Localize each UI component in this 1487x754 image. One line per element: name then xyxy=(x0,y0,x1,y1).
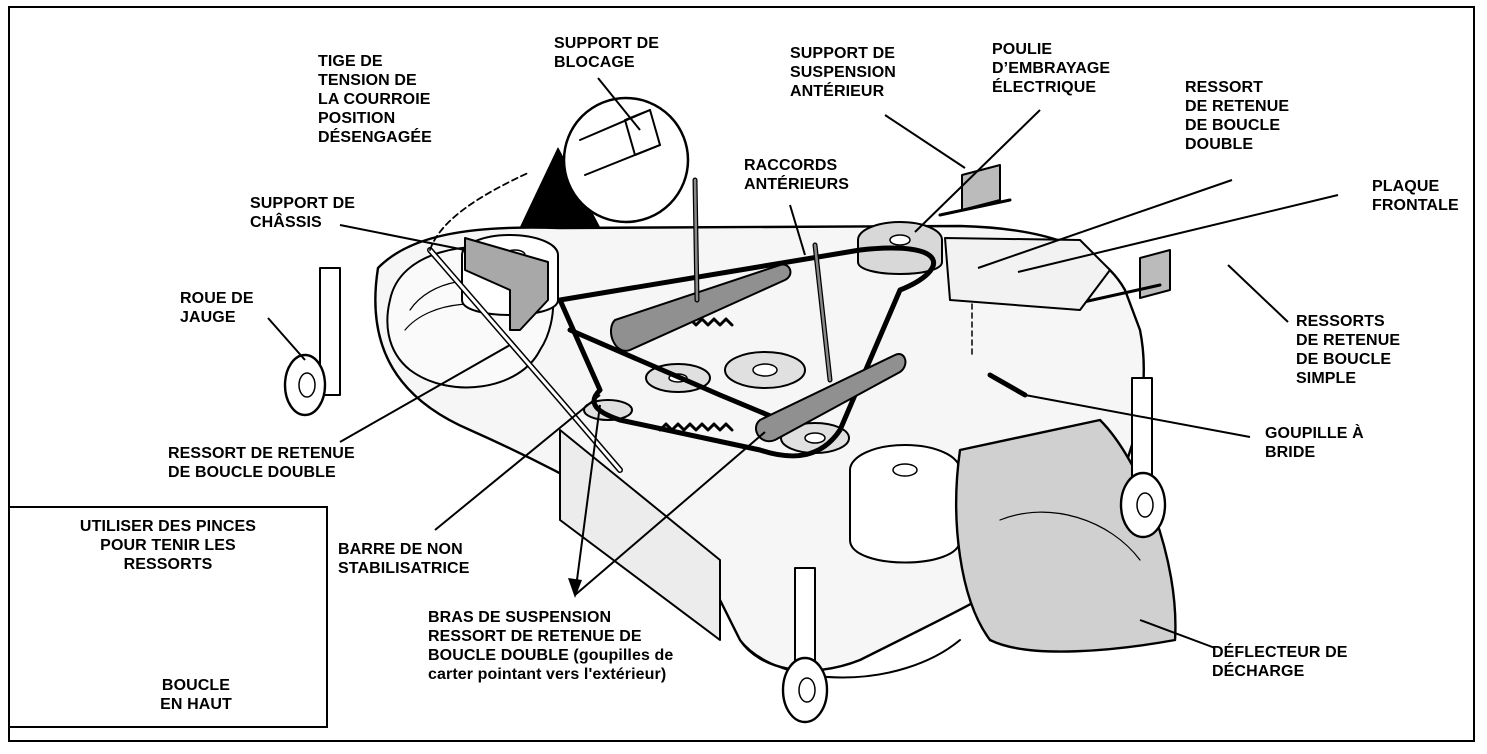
leader-roue-jauge xyxy=(267,317,306,361)
gauge-bracket-left xyxy=(319,267,341,396)
label-plaque-frontale: PLAQUE FRONTALE xyxy=(1372,178,1459,214)
leader-ressort-double-top xyxy=(977,179,1233,269)
gauge-wheel-left xyxy=(283,353,327,417)
inset-label-boucle: BOUCLE EN HAUT xyxy=(160,677,232,713)
label-barre: BARRE DE NON STABILISATRICE xyxy=(338,541,470,577)
gauge-bracket-front xyxy=(794,567,816,661)
leader-bras-a xyxy=(574,404,601,596)
suspension-arm-right xyxy=(755,353,907,443)
label-goupille: GOUPILLE À BRIDE xyxy=(1265,425,1364,461)
belt xyxy=(557,245,937,459)
label-support-chassis: SUPPORT DE CHÂSSIS xyxy=(250,195,356,231)
leader-support-chassis xyxy=(339,224,466,251)
suspension-arm-left xyxy=(610,263,792,352)
inset-title: UTILISER DES PINCES POUR TENIR LES RESSO… xyxy=(79,518,257,573)
label-tige-tension: TIGE DE TENSION DE LA COURROIE POSITION … xyxy=(318,53,432,146)
label-ressort-boucle-double-left: RESSORT DE RETENUE DE BOUCLE DOUBLE xyxy=(168,445,355,481)
diagram-frame xyxy=(8,6,1475,742)
label-deflecteur: DÉFLECTEUR DE DÉCHARGE xyxy=(1212,644,1348,680)
leader-deflecteur xyxy=(1139,619,1216,649)
gauge-wheel-front xyxy=(781,656,829,724)
chassis-bracket xyxy=(464,237,549,331)
label-roue-jauge: ROUE DE JAUGE xyxy=(180,290,254,326)
leader-ressort-double-left xyxy=(339,344,511,443)
leader-goupille xyxy=(1024,394,1251,438)
label-ressorts-simple: RESSORTS DE RETENUE DE BOUCLE SIMPLE xyxy=(1296,313,1401,387)
leader-bras-b xyxy=(574,431,766,596)
spring-lower xyxy=(658,422,734,432)
label-support-suspension: SUPPORT DE SUSPENSION ANTÉRIEUR xyxy=(790,45,896,100)
label-ressort-boucle-double-top: RESSORT DE RETENUE DE BOUCLE DOUBLE xyxy=(1185,79,1290,153)
label-poulie-embrayage: POULIE D’EMBRAYAGE ÉLECTRIQUE xyxy=(992,41,1111,96)
pliers-inset-box xyxy=(8,506,328,728)
leader-ressorts-simple xyxy=(1227,264,1289,323)
label-bras: BRAS DE SUSPENSION RESSORT DE RETENUE DE… xyxy=(428,609,674,683)
front-plate xyxy=(944,237,1111,311)
leader-poulie xyxy=(914,109,1041,233)
leader-plaque xyxy=(1017,194,1339,273)
leader-support-blocage xyxy=(597,77,641,131)
leader-raccords xyxy=(789,204,806,256)
label-raccords: RACCORDS ANTÉRIEURS xyxy=(744,157,850,193)
lock-bracket-zoom xyxy=(562,96,690,224)
leader-support-suspension xyxy=(884,114,966,169)
gauge-bracket-right xyxy=(1131,377,1153,481)
leader-barre xyxy=(434,394,601,531)
gauge-wheel-right xyxy=(1119,471,1167,539)
label-support-blocage: SUPPORT DE BLOCAGE xyxy=(554,35,660,71)
